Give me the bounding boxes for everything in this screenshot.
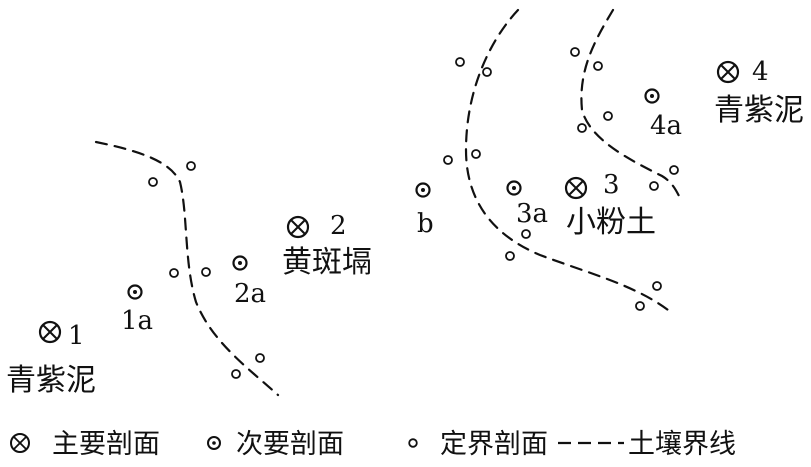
legend-main-profile-label: 主要剖面 (52, 429, 160, 460)
boundary-profile (455, 57, 465, 67)
site-3-soil-label: 小粉土 (566, 205, 656, 240)
site-1-number: 1 (68, 321, 85, 351)
legend-secondary-profile-icon (207, 436, 221, 450)
boundary-profile (255, 353, 265, 363)
boundary-profile (635, 301, 645, 311)
boundary-profile (570, 47, 580, 57)
main-profile-site-4 (716, 60, 740, 84)
secondary-label-b: b (417, 209, 434, 239)
main-profile-site-1 (38, 320, 62, 344)
boundary-profile (649, 181, 659, 191)
legend-main-profile-icon (10, 433, 30, 453)
soil-boundary-line-2 (464, 8, 670, 312)
boundary-profile (577, 123, 587, 133)
boundary-profile (521, 229, 531, 239)
secondary-profile-4a (644, 88, 660, 104)
legend: 主要剖面 次要剖面 定界剖面 土壤界线 (10, 429, 736, 460)
main-profile-site-3 (564, 176, 588, 200)
legend-secondary-profile-label: 次要剖面 (236, 429, 344, 460)
soil-boundary-line-3 (580, 8, 682, 200)
secondary-label-2a: 2a (234, 279, 266, 309)
boundary-profile (593, 61, 603, 71)
boundary-profile (669, 165, 679, 175)
soil-boundary-line-1 (94, 140, 280, 397)
site-1-soil-label: 青紫泥 (6, 363, 96, 398)
site-2-number: 2 (330, 211, 347, 241)
legend-boundary-profile-label: 定界剖面 (440, 429, 548, 460)
secondary-label-3a: 3a (516, 199, 548, 229)
boundary-profile (603, 111, 613, 121)
site-3-number: 3 (603, 170, 620, 200)
site-4-soil-label: 青紫泥 (714, 93, 804, 128)
boundary-profile (471, 149, 481, 159)
boundary-profile (231, 369, 241, 379)
boundary-profile (443, 155, 453, 165)
boundary-profile (148, 177, 158, 187)
main-profile-site-2 (286, 215, 310, 239)
secondary-profile-1a (127, 284, 143, 300)
secondary-profile-3a (506, 180, 522, 196)
boundary-profile (482, 67, 492, 77)
boundary-profile (201, 267, 211, 277)
boundary-profile (186, 161, 196, 171)
legend-boundary-line-label: 土壤界线 (628, 429, 736, 460)
boundary-profile (505, 251, 515, 261)
secondary-profile-2a (232, 255, 248, 271)
site-2-soil-label: 黄斑塥 (282, 245, 372, 280)
secondary-label-1a: 1a (121, 306, 153, 336)
boundary-profile (169, 268, 179, 278)
boundary-profile (652, 281, 662, 291)
secondary-label-4a-text: 4a (650, 111, 682, 141)
legend-boundary-profile-icon (408, 438, 418, 448)
site-4-number: 4 (752, 57, 769, 87)
secondary-profile-b (415, 182, 431, 198)
